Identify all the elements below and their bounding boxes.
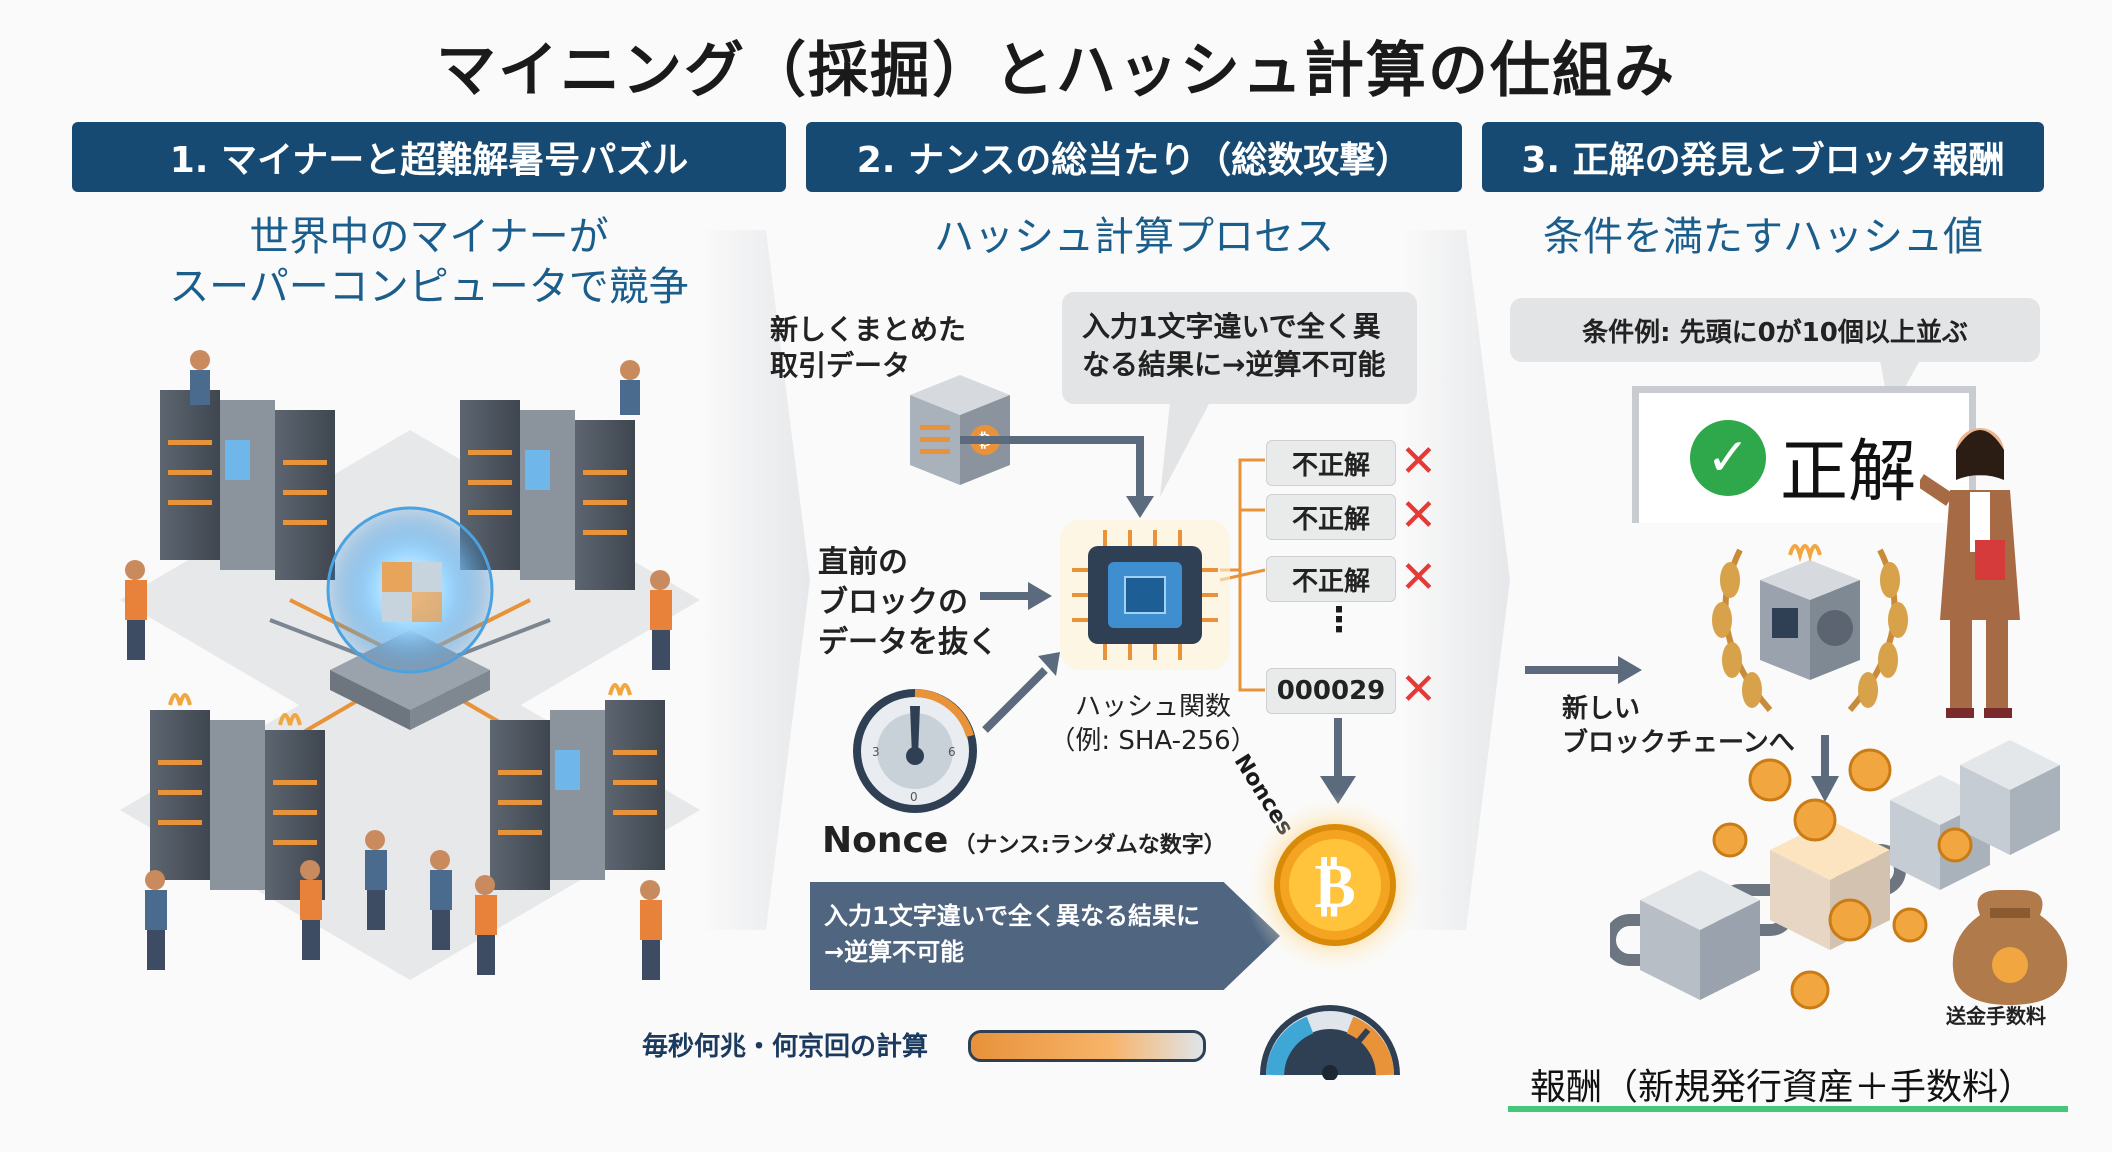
page-title: マイニング（採掘）とハッシュ計算の仕組み (436, 36, 1676, 106)
hash-function-chip (1060, 520, 1230, 670)
to-chain-arrows (1525, 656, 1839, 802)
server-rack-group (150, 693, 325, 900)
process-connectors (960, 436, 1356, 804)
svg-text:0: 0 (910, 790, 918, 804)
section-header-3: 3. 正解の発見とブロック報酬 (1482, 122, 2044, 192)
result-wrong-2: 不正解 (1266, 494, 1396, 540)
blockchain-illustration (1610, 740, 2068, 1010)
wrong-x-icon: ✕ (1400, 490, 1437, 541)
server-rack-group (160, 390, 335, 580)
result-wrong-1: 不正解 (1266, 440, 1396, 486)
svg-text:3: 3 (872, 745, 880, 759)
presenter-person (1920, 428, 2020, 718)
nonce-title: Nonce （ナンス:ランダムな数字） (822, 820, 1226, 861)
result-wrong-3: 不正解 (1266, 556, 1396, 602)
section-3-subtitle: 条件を満たすハッシュ値 (1543, 214, 1983, 260)
wrong-x-icon: ✕ (1400, 552, 1437, 603)
section-header-2: 2. ナンスの総当たり（総数攻撃） (806, 122, 1462, 192)
reward-underline (1508, 1106, 2068, 1112)
nonce-dial: 3 6 0 (853, 689, 977, 813)
section-2-subtitle: ハッシュ計算プロセス (934, 214, 1334, 260)
condition-bubble: 条件例: 先頭に0が10個以上並ぶ (1510, 298, 2040, 362)
svg-text:6: 6 (948, 745, 956, 759)
server-rack-group (490, 683, 665, 890)
speed-progress-bar (968, 1030, 1206, 1062)
correct-label: 正解 (1780, 433, 1917, 512)
calc-speed-label: 毎秒何兆・何京回の計算 (642, 1032, 929, 1062)
reward-footer: 報酬（新規発行資産＋手数料） (1530, 1067, 2035, 1108)
correct-check-icon: ✓ (1690, 420, 1766, 496)
mining-farm-illustration (120, 350, 700, 980)
speedometer-icon (1260, 1005, 1400, 1080)
section-1-subtitle: 世界中のマイナーが スーパーコンピュータで競争 (169, 214, 689, 310)
fee-label: 送金手数料 (1946, 1004, 2046, 1028)
ellipsis: ⋮ (1322, 600, 1356, 640)
crypto-puzzle-orb (326, 506, 494, 730)
irreversibility-banner: 入力1文字違いで全く異なる結果に →逆算不可能 (810, 882, 1280, 990)
irreversibility-bubble: 入力1文字違いで全く異 なる結果に→逆算不可能 (1062, 292, 1417, 404)
result-nonce-value: 000029 (1266, 668, 1396, 714)
bitcoin-coin-icon: ₿ (1243, 793, 1427, 977)
wrong-x-icon: ✕ (1400, 664, 1437, 715)
new-transaction-data-label: 新しくまとめた 取引データ (770, 313, 967, 382)
bubble-tail (1160, 402, 1210, 497)
miner-people (125, 350, 672, 980)
server-rack-group (460, 400, 635, 590)
new-blockchain-label: 新しい ブロックチェーンへ (1562, 694, 1795, 758)
winning-block-laurel (1712, 544, 1908, 712)
section-header-1: 1. マイナーと超難解暑号パズル (72, 122, 786, 192)
svg-text:₿: ₿ (1314, 849, 1355, 922)
wrong-x-icon: ✕ (1400, 436, 1437, 487)
hash-function-label: ハッシュ関数 （例: SHA-256） (1049, 692, 1257, 756)
previous-block-label: 直前の ブロックの データを抜く (818, 545, 998, 660)
transaction-data-cube: ₿ (910, 375, 1010, 485)
